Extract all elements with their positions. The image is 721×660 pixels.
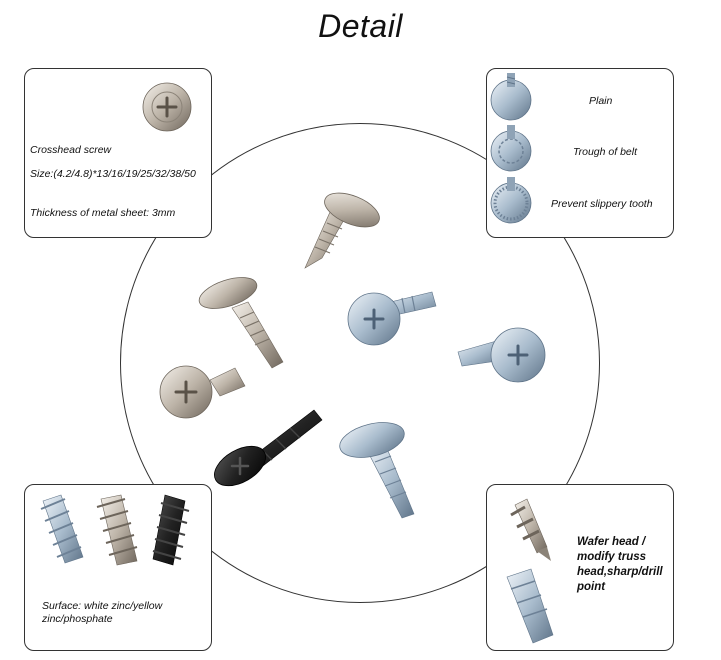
surface-finish-text: Surface: white zinc/yellow zinc/phosphat…	[42, 600, 163, 625]
crosshead-info-panel: Crosshead screw Size:(4.2/4.8)*13/16/19/…	[24, 68, 212, 238]
plain-washer-head-icon	[490, 73, 532, 121]
white-zinc-screw-icon	[40, 494, 84, 564]
drill-point-screw-icon	[506, 568, 554, 644]
nickel-screw-top	[304, 192, 380, 269]
crosshead-thickness: Thickness of metal sheet: 3mm	[30, 207, 176, 219]
head-type-serrated: Prevent slippery tooth	[551, 198, 653, 210]
crosshead-name: Crosshead screw	[30, 144, 112, 156]
zinc-screw-right	[457, 327, 546, 383]
surface-finish-icons	[40, 494, 190, 566]
page-title: Detail	[318, 8, 403, 44]
zinc-screw-bottom	[339, 422, 415, 519]
sharp-point-screw-icon	[510, 498, 551, 561]
head-point-icons	[506, 498, 554, 644]
head-point-panel: Wafer head / modify truss head,sharp/dri…	[486, 484, 674, 651]
zinc-screw-top-right	[347, 291, 437, 346]
serrated-washer-head-icon	[490, 177, 532, 224]
head-type-trough: Trough of belt	[573, 146, 638, 158]
black-screw	[214, 409, 323, 487]
head-type-plain: Plain	[589, 95, 613, 107]
nickel-screw-crosshead	[159, 365, 246, 419]
phosphate-screw-icon	[152, 494, 190, 566]
nickel-screw-left	[198, 277, 284, 369]
ribbed-washer-head-icon	[490, 125, 532, 172]
crosshead-size: Size:(4.2/4.8)*13/16/19/25/32/38/50	[30, 168, 196, 180]
yellow-zinc-screw-icon	[96, 494, 138, 566]
head-point-text: Wafer head / modify truss head,sharp/dri…	[577, 536, 663, 593]
head-type-icons	[490, 73, 532, 224]
head-types-panel: Plain Trough of belt Prevent slippery to…	[486, 68, 674, 238]
crosshead-screw-icon	[142, 82, 192, 132]
surface-finish-panel: Surface: white zinc/yellow zinc/phosphat…	[24, 484, 212, 651]
